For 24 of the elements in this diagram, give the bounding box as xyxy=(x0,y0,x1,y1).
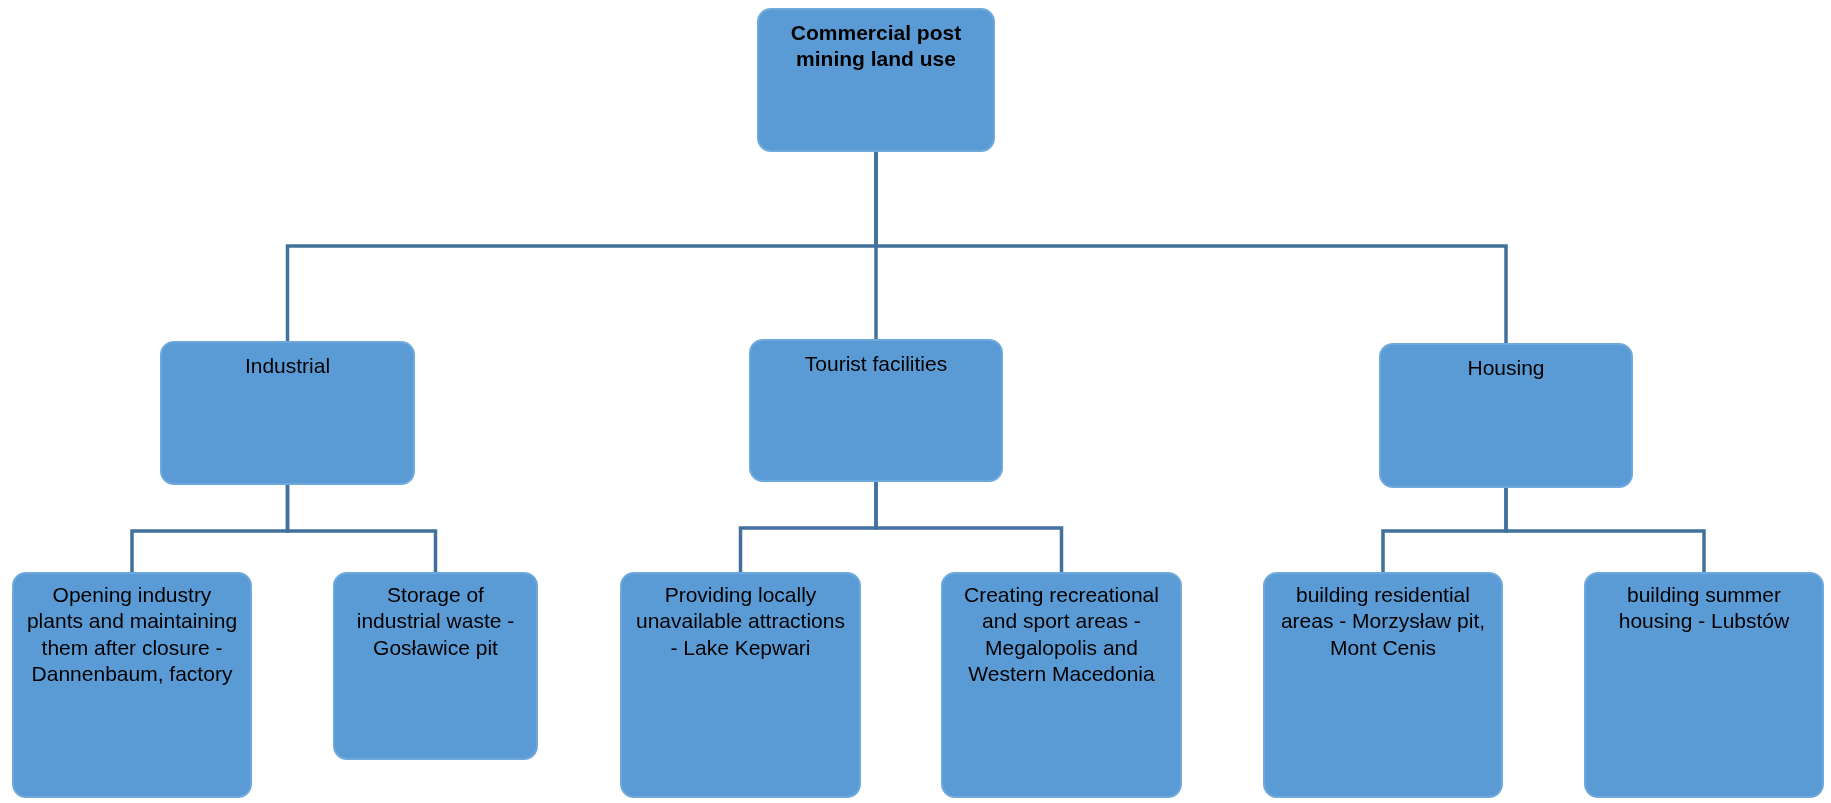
box-label: building summer housing - Lubstów xyxy=(1617,582,1791,635)
category-box xyxy=(160,341,415,485)
box-label: Tourist facilities xyxy=(804,351,948,377)
category-box xyxy=(620,572,861,798)
category-box xyxy=(941,572,1182,798)
box-label: Creating recreational and sport areas - Megalopolis and Western Macedonia xyxy=(963,582,1160,687)
category-box xyxy=(1584,572,1824,798)
connector-line xyxy=(1504,488,1706,572)
connector-line xyxy=(874,482,1064,572)
category-box xyxy=(333,572,538,760)
category-box xyxy=(1263,572,1503,798)
box-label: Commercial post mining land use xyxy=(789,20,963,73)
category-box xyxy=(749,339,1003,482)
connector-line xyxy=(285,485,438,572)
box-label: Providing locally unavailable attractions - Lake Kepwari xyxy=(635,582,846,661)
box-label: Storage of industrial waste - Gosławice pit xyxy=(355,582,516,661)
category-box xyxy=(1379,343,1633,488)
box-label: Housing xyxy=(1467,355,1545,381)
connector-line xyxy=(874,152,1508,343)
category-box xyxy=(12,572,252,798)
category-box xyxy=(757,8,995,152)
box-label: Industrial xyxy=(244,353,331,379)
box-label: Opening industry plants and maintaining them after closure - Dannenbaum, factory xyxy=(26,582,238,687)
box-label: building residential areas - Morzysław pit, Mont Cenis xyxy=(1279,582,1487,661)
